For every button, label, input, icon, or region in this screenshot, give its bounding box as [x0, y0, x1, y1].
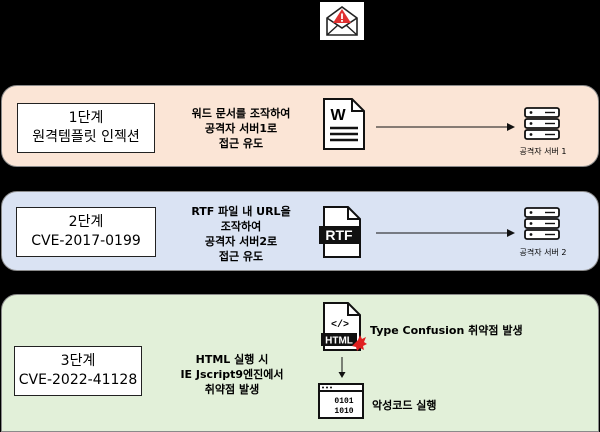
- html-file-icon: </> HTML: [321, 302, 367, 351]
- type-confusion-label: Type Confusion 취약점 발생: [370, 324, 523, 337]
- code-window-icon: 0101 1010: [318, 383, 364, 419]
- stage-1-number: 1단계: [68, 110, 104, 126]
- stage-2-box: 2단계 CVE-2017-0199: [16, 207, 156, 257]
- stage-2-desc-line: 조작하여: [220, 220, 262, 233]
- word-document-icon: W: [323, 98, 365, 150]
- stage-2-arrow: [376, 229, 515, 237]
- stage-3-desc-line: 취약점 발생: [204, 383, 260, 396]
- stage-3-down-arrow: [338, 357, 346, 378]
- stage-3-box: 3단계 CVE-2022-41128: [14, 346, 142, 396]
- email-alert-icon: [320, 2, 364, 40]
- stage-2-desc-line: 공격자 서버2로: [204, 235, 278, 248]
- stage-2-title: CVE-2017-0199: [31, 233, 141, 249]
- server-2-label: 공격자 서버 2: [519, 248, 567, 257]
- burst-icon: [352, 335, 367, 351]
- stage-1-desc-line: 접근 유도: [218, 137, 264, 150]
- word-letter: W: [330, 107, 346, 124]
- html-label: HTML: [325, 336, 353, 347]
- html-code-glyph: </>: [331, 319, 349, 331]
- stage-1-title: 원격템플릿 인젝션: [32, 129, 140, 145]
- rtf-label: RTF: [325, 227, 353, 243]
- stage-1-box: 1단계 원격템플릿 인젝션: [17, 103, 155, 153]
- stage-2-description: RTF 파일 내 URL을 조작하여 공격자 서버2로 접근 유도: [180, 204, 302, 264]
- malware-exec-label: 악성코드 실행: [372, 399, 437, 412]
- stage-3-desc-line: IE Jscript9엔진에서: [180, 368, 284, 381]
- stage-2-desc-line: RTF 파일 내 URL을: [191, 205, 291, 218]
- stage-2-desc-line: 접근 유도: [218, 250, 264, 263]
- server-icon: [524, 107, 560, 140]
- code-line: 1010: [334, 407, 353, 416]
- code-line: 0101: [334, 397, 353, 406]
- stage-1-desc-line: 워드 문서를 조작하여: [191, 107, 291, 120]
- stage-3-number: 3단계: [60, 353, 96, 369]
- server-1-label: 공격자 서버 1: [519, 147, 567, 156]
- stage-3-desc-line: HTML 실행 시: [195, 353, 269, 366]
- stage-1-description: 워드 문서를 조작하여 공격자 서버1로 접근 유도: [180, 106, 302, 151]
- stage-1-desc-line: 공격자 서버1로: [204, 122, 278, 135]
- stage-3-description: HTML 실행 시 IE Jscript9엔진에서 취약점 발생: [172, 352, 292, 397]
- stage-3-title: CVE-2022-41128: [18, 372, 138, 388]
- stage-2-number: 2단계: [68, 214, 104, 230]
- stage-1-arrow: [376, 123, 515, 131]
- server-icon: [524, 207, 560, 240]
- rtf-file-icon: RTF: [319, 206, 361, 258]
